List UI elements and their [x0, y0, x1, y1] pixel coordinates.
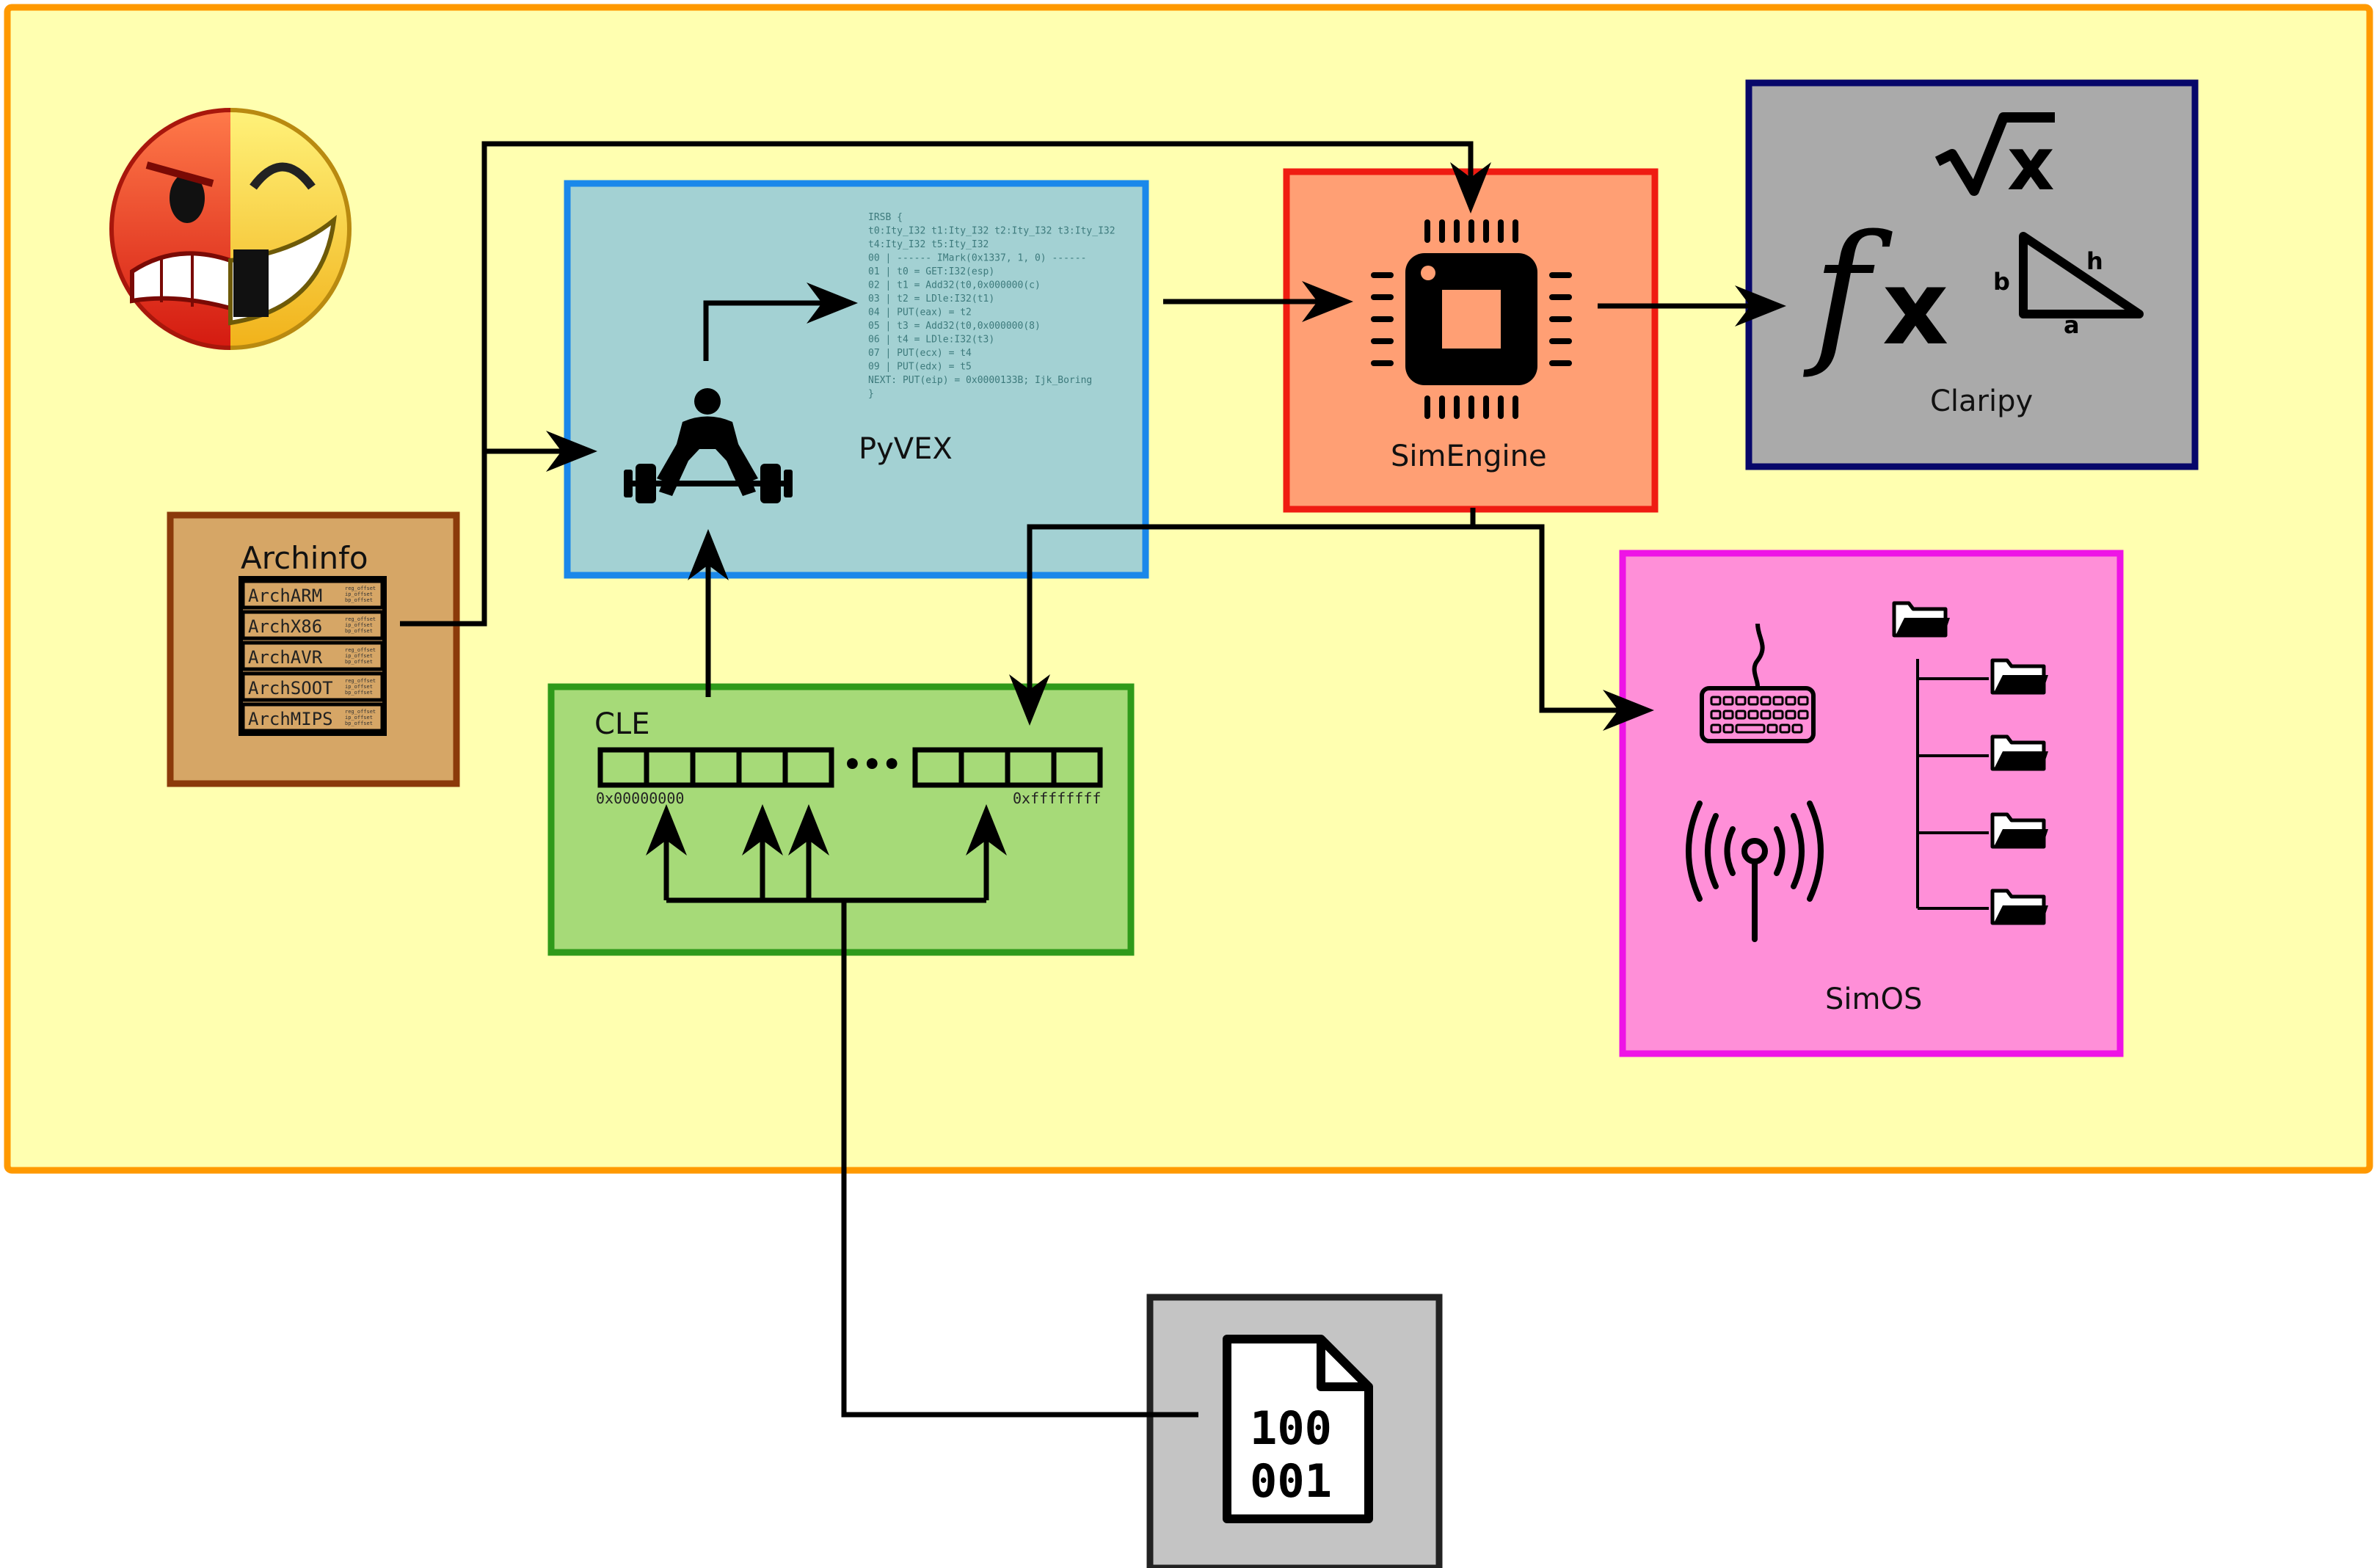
archinfo-item-sublabel: reg_offset: [345, 647, 376, 653]
edge-binary-to-cle: [841, 900, 1198, 1418]
irsb-line: 05 | t3 = Add32(t0,0x000000(8): [868, 321, 1041, 332]
cle-box: CLE ••• 0x00000000 0xffffffff: [547, 683, 1135, 956]
archinfo-item-sublabel: reg_offset: [345, 709, 376, 715]
pyvex-irsb-listing: IRSB { t0:Ity_I32 t1:Ity_I32 t2:Ity_I32 …: [868, 212, 1115, 400]
archinfo-item-sublabel: reg_offset: [345, 678, 376, 684]
memory-cell: [958, 747, 1011, 788]
svg-text:b: b: [1993, 268, 2010, 296]
archinfo-item-label: ArchMIPS: [248, 709, 333, 729]
memory-cell: [912, 747, 964, 788]
edge-pyvex-internal: [703, 282, 858, 361]
irsb-line: 06 | t4 = LDle:I32(t3): [868, 335, 994, 346]
archinfo-item: [241, 610, 385, 641]
irsb-line: 00 | ------ IMark(0x1337, 1, 0) ------: [868, 253, 1086, 264]
claripy-box: Claripy f x x b h a: [1745, 79, 2199, 470]
irsb-line: IRSB {: [868, 212, 903, 223]
archinfo-item-sublabel: ip_offset: [345, 684, 373, 690]
cpu-chip-icon: [1371, 219, 1572, 419]
irsb-line: t0:Ity_I32 t1:Ity_I32 t2:Ity_I32 t3:Ity_…: [868, 226, 1115, 237]
svg-text:h: h: [2086, 247, 2103, 275]
memory-cell: [736, 747, 788, 788]
edge-simengine-to-simos: [1473, 524, 1654, 731]
archinfo-item-label: ArchSOOT: [248, 678, 333, 699]
irsb-line: }: [868, 389, 874, 400]
svg-text:x: x: [1882, 249, 1948, 368]
archinfo-item-sublabel: ip_offset: [345, 622, 373, 628]
archinfo-item-sublabel: reg_offset: [345, 586, 376, 591]
archinfo-item-label: ArchARM: [248, 586, 322, 606]
cle-address-start: 0x00000000: [596, 790, 684, 807]
folder-tree: [1892, 601, 2048, 925]
antenna-icon: [1686, 801, 1824, 942]
binary-line-1: 100: [1250, 1401, 1332, 1455]
memory-cell: [690, 747, 742, 788]
archinfo-item-label: ArchAVR: [248, 647, 323, 668]
archinfo-item: [241, 671, 385, 702]
archinfo-item-sublabel: ip_offset: [345, 591, 373, 597]
irsb-line: 04 | PUT(eax) = t2: [868, 307, 972, 318]
edge-simengine-to-cle: [1009, 508, 1476, 726]
memory-cell: [782, 747, 834, 788]
memory-cell: [1051, 747, 1103, 788]
archinfo-item-sublabel: ip_offset: [345, 653, 373, 659]
folder-icon: [1892, 601, 1950, 638]
irsb-line: 09 | PUT(edx) = t5: [868, 362, 972, 373]
archinfo-item: [241, 702, 385, 733]
archinfo-title: Archinfo: [241, 540, 368, 576]
memory-cell: [1005, 747, 1057, 788]
archinfo-item-sublabel: bp_offset: [345, 659, 373, 665]
archinfo-item: [241, 579, 385, 610]
pyvex-box: PyVEX IRSB { t0:Ity_I32 t1:Ity_I32 t2:It…: [564, 180, 1149, 579]
irsb-line: 07 | PUT(ecx) = t4: [868, 348, 972, 359]
irsb-line: t4:Ity_I32 t5:Ity_I32: [868, 239, 989, 250]
angry-smiley-icon: [109, 108, 352, 350]
simos-box: SimOS: [1619, 550, 2124, 1057]
pyvex-title: PyVEX: [859, 432, 953, 466]
edge-archinfo-to-pyvex: [400, 431, 597, 627]
cle-memory-cells: [597, 747, 1103, 788]
folder-icon: [1990, 812, 2048, 849]
binary-file-box: 100 001: [1146, 1294, 1443, 1568]
archinfo-item-sublabel: ip_offset: [345, 715, 373, 721]
connector-edges: [400, 141, 1786, 1418]
simengine-title: SimEngine: [1391, 440, 1547, 473]
memory-cell: [597, 747, 649, 788]
square-root-icon: x: [1934, 112, 2055, 207]
cle-title: CLE: [594, 707, 650, 741]
binary-line-2: 001: [1250, 1454, 1332, 1508]
cle-address-end: 0xffffffff: [1013, 790, 1101, 807]
archinfo-item-sublabel: bp_offset: [345, 690, 373, 696]
keyboard-icon: [1700, 623, 1816, 743]
irsb-line: 03 | t2 = LDle:I32(t1): [868, 293, 994, 305]
folder-icon: [1990, 889, 2048, 925]
folder-icon: [1990, 658, 2048, 695]
memory-cell: [644, 747, 696, 788]
archinfo-item-sublabel: bp_offset: [345, 721, 373, 726]
simengine-box: SimEngine: [1283, 168, 1659, 513]
archinfo-item-sublabel: bp_offset: [345, 628, 373, 634]
claripy-title: Claripy: [1930, 384, 2033, 418]
svg-text:a: a: [2064, 311, 2080, 339]
triangle-icon: b h a: [1993, 232, 2144, 339]
cle-ellipsis: •••: [842, 746, 902, 782]
archinfo-item-sublabel: bp_offset: [345, 597, 373, 603]
svg-text:x: x: [2007, 121, 2055, 207]
weightlifter-icon: [624, 388, 793, 503]
simos-title: SimOS: [1825, 982, 1922, 1016]
irsb-line: NEXT: PUT(eip) = 0x0000133B; Ijk_Boring: [868, 375, 1092, 386]
archinfo-item-label: ArchX86: [248, 616, 322, 637]
archinfo-item: [241, 641, 385, 671]
edge-archinfo-to-simengine: [481, 141, 1491, 451]
irsb-line: 01 | t0 = GET:I32(esp): [868, 266, 994, 277]
folder-icon: [1990, 734, 2048, 771]
irsb-line: 02 | t1 = Add32(t0,0x000000(c): [868, 280, 1041, 291]
binary-file-icon: 100 001: [1223, 1335, 1373, 1523]
archinfo-item-sublabel: reg_offset: [345, 616, 376, 622]
